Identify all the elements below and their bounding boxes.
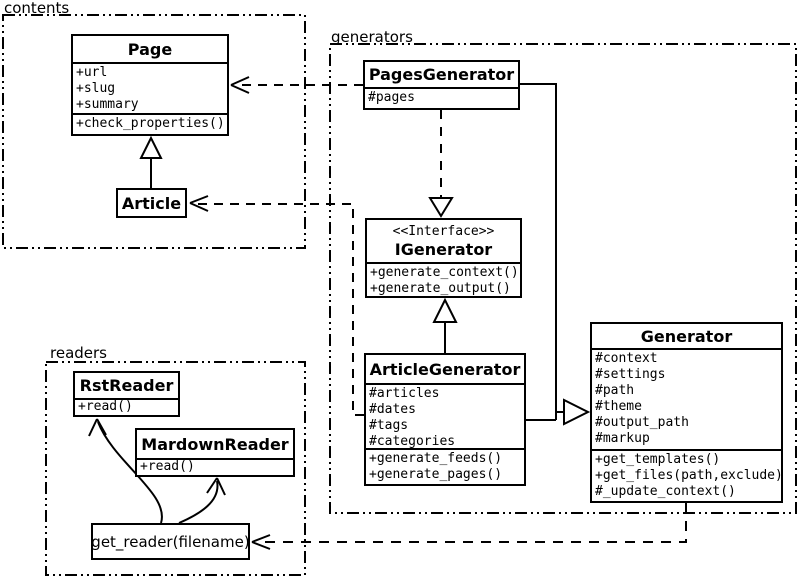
class-rstreader-title: RstReader (79, 376, 174, 395)
edge-getreader-markdownreader (178, 480, 219, 524)
open-arrowhead-article (189, 195, 209, 212)
class-article-title: Article (121, 193, 182, 213)
open-arrowhead-getreader (251, 534, 271, 550)
class-generator-title: Generator (640, 326, 733, 346)
attribute: #theme (595, 399, 642, 414)
attribute: #output_path (595, 415, 689, 430)
class-markdownreader: MardownReader +read() (135, 428, 295, 477)
attribute: #pages (368, 90, 415, 105)
class-articlegenerator-methods: +generate_feeds() +generate_pages() (366, 448, 524, 486)
class-page-title: Page (127, 39, 173, 59)
class-pagesgenerator: PagesGenerator #pages (363, 60, 520, 110)
attribute: +summary (76, 97, 139, 112)
class-igenerator-stereotype: <<Interface>> (392, 223, 495, 239)
class-igenerator: <<Interface>> IGenerator +generate_conte… (365, 218, 522, 298)
class-rstreader-methods: +read() (75, 398, 178, 415)
class-markdownreader-methods: +read() (137, 458, 293, 475)
method: +read() (140, 459, 195, 474)
edge-generator-getreader (258, 503, 687, 543)
attribute: +url (76, 65, 108, 80)
method: +get_files(path,exclude) (595, 468, 781, 483)
class-pagesgenerator-title: PagesGenerator (368, 65, 515, 84)
open-arrowhead-rstreader (88, 418, 107, 437)
class-articlegenerator: ArticleGenerator #articles #dates #tags … (364, 353, 526, 486)
attribute: #dates (369, 402, 416, 417)
class-markdownreader-title: MardownReader (141, 434, 289, 454)
attribute: +slug (76, 81, 116, 96)
function-get-reader: get_reader(filename) (91, 523, 250, 560)
class-page-attributes: +url +slug +summary (73, 62, 227, 113)
attribute: #articles (369, 386, 440, 401)
method: +read() (78, 399, 133, 414)
package-contents-label: contents (4, 0, 70, 17)
class-page-methods: +check_properties() (73, 113, 227, 136)
method: +generate_feeds() (369, 451, 503, 466)
inheritance-triangle-generator (563, 398, 591, 426)
method: +generate_output() (370, 281, 511, 296)
class-igenerator-title: <<Interface>> IGenerator (367, 220, 520, 262)
class-articlegenerator-title: ArticleGenerator (369, 359, 521, 379)
attribute: #categories (369, 434, 456, 448)
package-readers-label: readers (50, 344, 107, 362)
open-arrowhead-markdownreader (206, 477, 226, 496)
inheritance-triangle-page (139, 135, 163, 159)
realization-triangle-igenerator-bottom (432, 297, 458, 323)
class-generator: Generator #context #settings #path #them… (590, 322, 783, 503)
attribute: #path (595, 383, 635, 398)
attribute: #markup (595, 431, 650, 446)
attribute: #tags (369, 418, 409, 433)
class-rstreader: RstReader +read() (73, 371, 180, 417)
class-articlegenerator-attributes: #articles #dates #tags #categories (366, 383, 524, 448)
class-article: Article (116, 188, 187, 218)
class-igenerator-methods: +generate_context() +generate_output() (367, 262, 520, 298)
method: +generate_pages() (369, 467, 503, 482)
method: +get_templates() (595, 452, 721, 467)
open-arrowhead-page (230, 76, 250, 94)
method: #_update_context() (595, 484, 736, 499)
package-generators-label: generators (331, 28, 413, 46)
realization-triangle-igenerator-top (428, 197, 454, 218)
attribute: #settings (595, 367, 666, 382)
method: +check_properties() (76, 116, 225, 131)
class-generator-attributes: #context #settings #path #theme #output_… (592, 348, 781, 449)
attribute: #context (595, 351, 658, 366)
function-get-reader-label: get_reader(filename) (91, 532, 250, 551)
class-generator-methods: +get_templates() +get_files(path,exclude… (592, 449, 781, 503)
class-pagesgenerator-attributes: #pages (365, 87, 518, 110)
method: +generate_context() (370, 265, 519, 280)
class-igenerator-name: IGenerator (394, 239, 493, 259)
class-page: Page +url +slug +summary +check_properti… (71, 34, 229, 136)
edge-articlegenerator-article (196, 203, 364, 416)
